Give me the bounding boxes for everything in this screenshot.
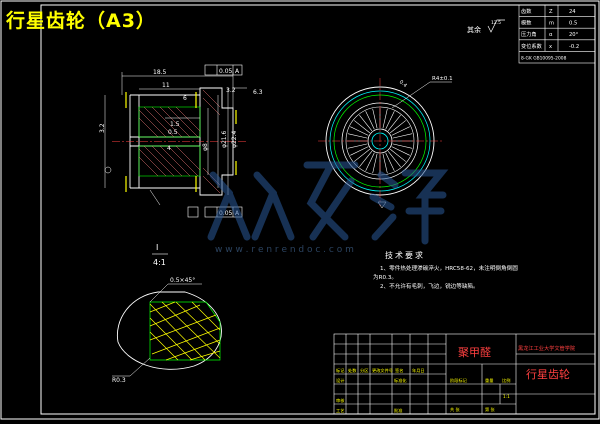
param-val-1: 0.5: [569, 21, 577, 27]
tb-label-standard: 标准化: [394, 377, 407, 384]
param-key-1: 模数: [521, 19, 532, 27]
gear-spoke-line: [385, 152, 395, 171]
gear-spoke-line: [392, 143, 413, 149]
gear-spoke-line: [382, 108, 388, 129]
detail-letter: I: [156, 243, 158, 252]
detail-chamfer: 0.5×45°: [170, 277, 195, 284]
detail-label: I 4:1: [152, 243, 168, 267]
tb-label-design: 设计: [336, 377, 344, 384]
param-val-3: -0.2: [569, 44, 579, 50]
gear-spoke-line: [350, 126, 369, 136]
gear-spoke-line: [392, 133, 413, 139]
param-key-0: 齿数: [521, 7, 532, 15]
gear-spoke-line: [347, 133, 368, 139]
gear-spoke-line: [365, 152, 375, 171]
param-sym-0: Z: [549, 9, 553, 15]
watermark-url: w w w . r e n r e n d o c . c o m: [215, 245, 354, 255]
tb-label-review: 审核: [336, 397, 345, 404]
dim-4: 4: [167, 145, 171, 152]
gear-spoke-line: [389, 148, 406, 162]
param-sym-2: α: [549, 32, 553, 38]
gear-spoke-line: [347, 143, 368, 149]
gear-spoke-line: [350, 146, 369, 156]
gear-spoke-line: [372, 153, 378, 174]
gear-spoke-line: [365, 111, 375, 130]
gear-spoke-line: [382, 153, 388, 174]
tb-label-mark: 标记: [336, 367, 345, 374]
tech-item-1: 1、零件热处理渗碳淬火，HRC58-62，未注明倒角倒圆: [380, 264, 518, 272]
watermark-logo: [207, 161, 449, 245]
gear-spoke-line: [387, 115, 401, 132]
section-view: 18.5 11 6 0.05 A 0.05 A 1.5 0.5 4 3.2 6.…: [99, 64, 263, 218]
tech-item-1b: 为R0.3。: [373, 273, 397, 281]
detail-view: 0.5×45° R0.3: [112, 277, 222, 384]
param-sym-1: m: [549, 21, 554, 27]
dim-rough-face: 3.2: [99, 123, 106, 133]
tb-material: 聚甲醛: [458, 345, 491, 359]
dim-6: 6: [183, 95, 187, 102]
tb-label-date: 年月日: [412, 367, 425, 374]
tb-label-approve: 批准: [394, 407, 402, 414]
dim-1-5: 1.5: [170, 121, 180, 128]
tb-label-weight: 重量: [485, 377, 493, 384]
dim-overall-length: 18.5: [153, 69, 167, 76]
tb-label-sign: 签名: [395, 367, 403, 374]
dim-rough-side: 6.3: [253, 89, 263, 96]
roughness-note-label: 其余: [467, 25, 481, 34]
angle-note: 0.4: [398, 79, 408, 89]
tb-label-scale: 比例: [502, 377, 510, 384]
tb-label-stage: 阶段标记: [450, 377, 468, 384]
tb-label-process: 工艺: [336, 408, 344, 413]
runout-value: 0.05: [219, 210, 233, 217]
tb-scale-value: 1:1: [503, 394, 510, 399]
roughness-note-value: 12.5: [491, 20, 501, 26]
dim-bore: φ8: [202, 143, 209, 151]
gear-front-view: R4±0.1 0.4: [318, 76, 453, 209]
page-title: 行星齿轮（A3）: [6, 10, 156, 32]
gear-spoke-line: [391, 126, 410, 136]
radius-note: R4±0.1: [432, 76, 453, 82]
tb-label-zone: 分区: [360, 367, 368, 374]
flatness-datum: A: [235, 68, 240, 75]
tb-school: 黑龙江工业大学文管学院: [518, 344, 576, 352]
dim-rough-top: 3.2: [226, 87, 236, 94]
param-val-2: 20°: [569, 32, 579, 38]
dim-dia2: φ22.4: [231, 131, 238, 149]
dim-11: 11: [162, 82, 170, 89]
tb-label-change: 更改文件号: [372, 367, 393, 374]
param-key-3: 变位系数: [521, 42, 543, 50]
tb-label-count: 处数: [348, 367, 357, 374]
param-accuracy: 8-GK GB10095-2008: [521, 56, 567, 62]
gear-spoke-line: [354, 148, 371, 162]
param-key-2: 压力角: [521, 30, 537, 38]
gear-spoke-line: [391, 146, 410, 156]
param-val-0: 24: [569, 9, 576, 15]
detail-scale: 4:1: [153, 258, 166, 267]
gear-spoke-line: [387, 150, 401, 167]
detail-radius: R0.3: [112, 377, 126, 384]
gear-spoke-line: [385, 111, 395, 130]
title-block: [333, 333, 596, 415]
tech-item-2: 2、不允许有毛刺，飞边，锐边等缺陷。: [380, 282, 479, 290]
gear-spoke-line: [359, 115, 373, 132]
param-sym-3: x: [549, 44, 552, 50]
flatness-value: 0.05: [219, 68, 233, 75]
roughness-symbol-icon: [487, 19, 505, 33]
drawing-border: [40, 4, 596, 415]
gear-spoke-line: [389, 120, 406, 134]
gear-spoke-line: [359, 150, 373, 167]
dim-0-5: 0.5: [168, 129, 178, 136]
tb-label-sheets: 共 张: [450, 406, 461, 413]
parameter-table: [518, 4, 596, 64]
tech-requirements-title: 技术要求: [385, 250, 425, 260]
gear-spoke-line: [372, 108, 378, 129]
dim-dia1: φ21.6: [221, 131, 228, 149]
tb-part-name: 行星齿轮: [526, 367, 570, 381]
tb-label-sheet-no: 第 张: [485, 406, 496, 413]
gear-spoke-line: [354, 120, 371, 134]
